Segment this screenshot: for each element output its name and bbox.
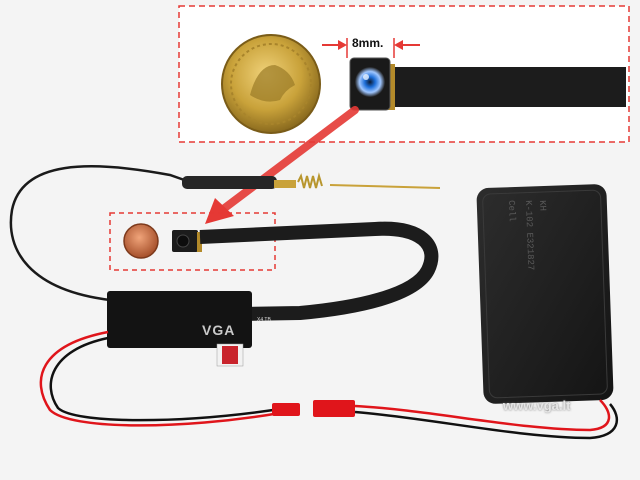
board-marking: X4 TB: [257, 317, 271, 323]
power-wires: [39, 330, 619, 440]
antenna-cable: [9, 165, 191, 302]
vga-label: VGA: [202, 322, 236, 338]
antenna: [182, 172, 441, 189]
control-board: [107, 291, 252, 367]
dimension-indicator: [322, 38, 420, 58]
callout-box-small: [109, 212, 276, 271]
pointer-arrow: [205, 106, 359, 224]
ribbon-cable: [199, 221, 439, 321]
coin-copper: [123, 223, 159, 259]
battery-text-line3: Cell: [506, 200, 517, 222]
camera-module-magnified: [349, 57, 626, 111]
dimension-label: 8mm.: [352, 36, 384, 50]
camera-module: [172, 230, 202, 252]
battery-text-line1: KH: [537, 200, 548, 212]
coin-gold: [221, 34, 321, 134]
battery-pack: [476, 184, 614, 404]
watermark: www.vga.lt: [503, 398, 571, 413]
